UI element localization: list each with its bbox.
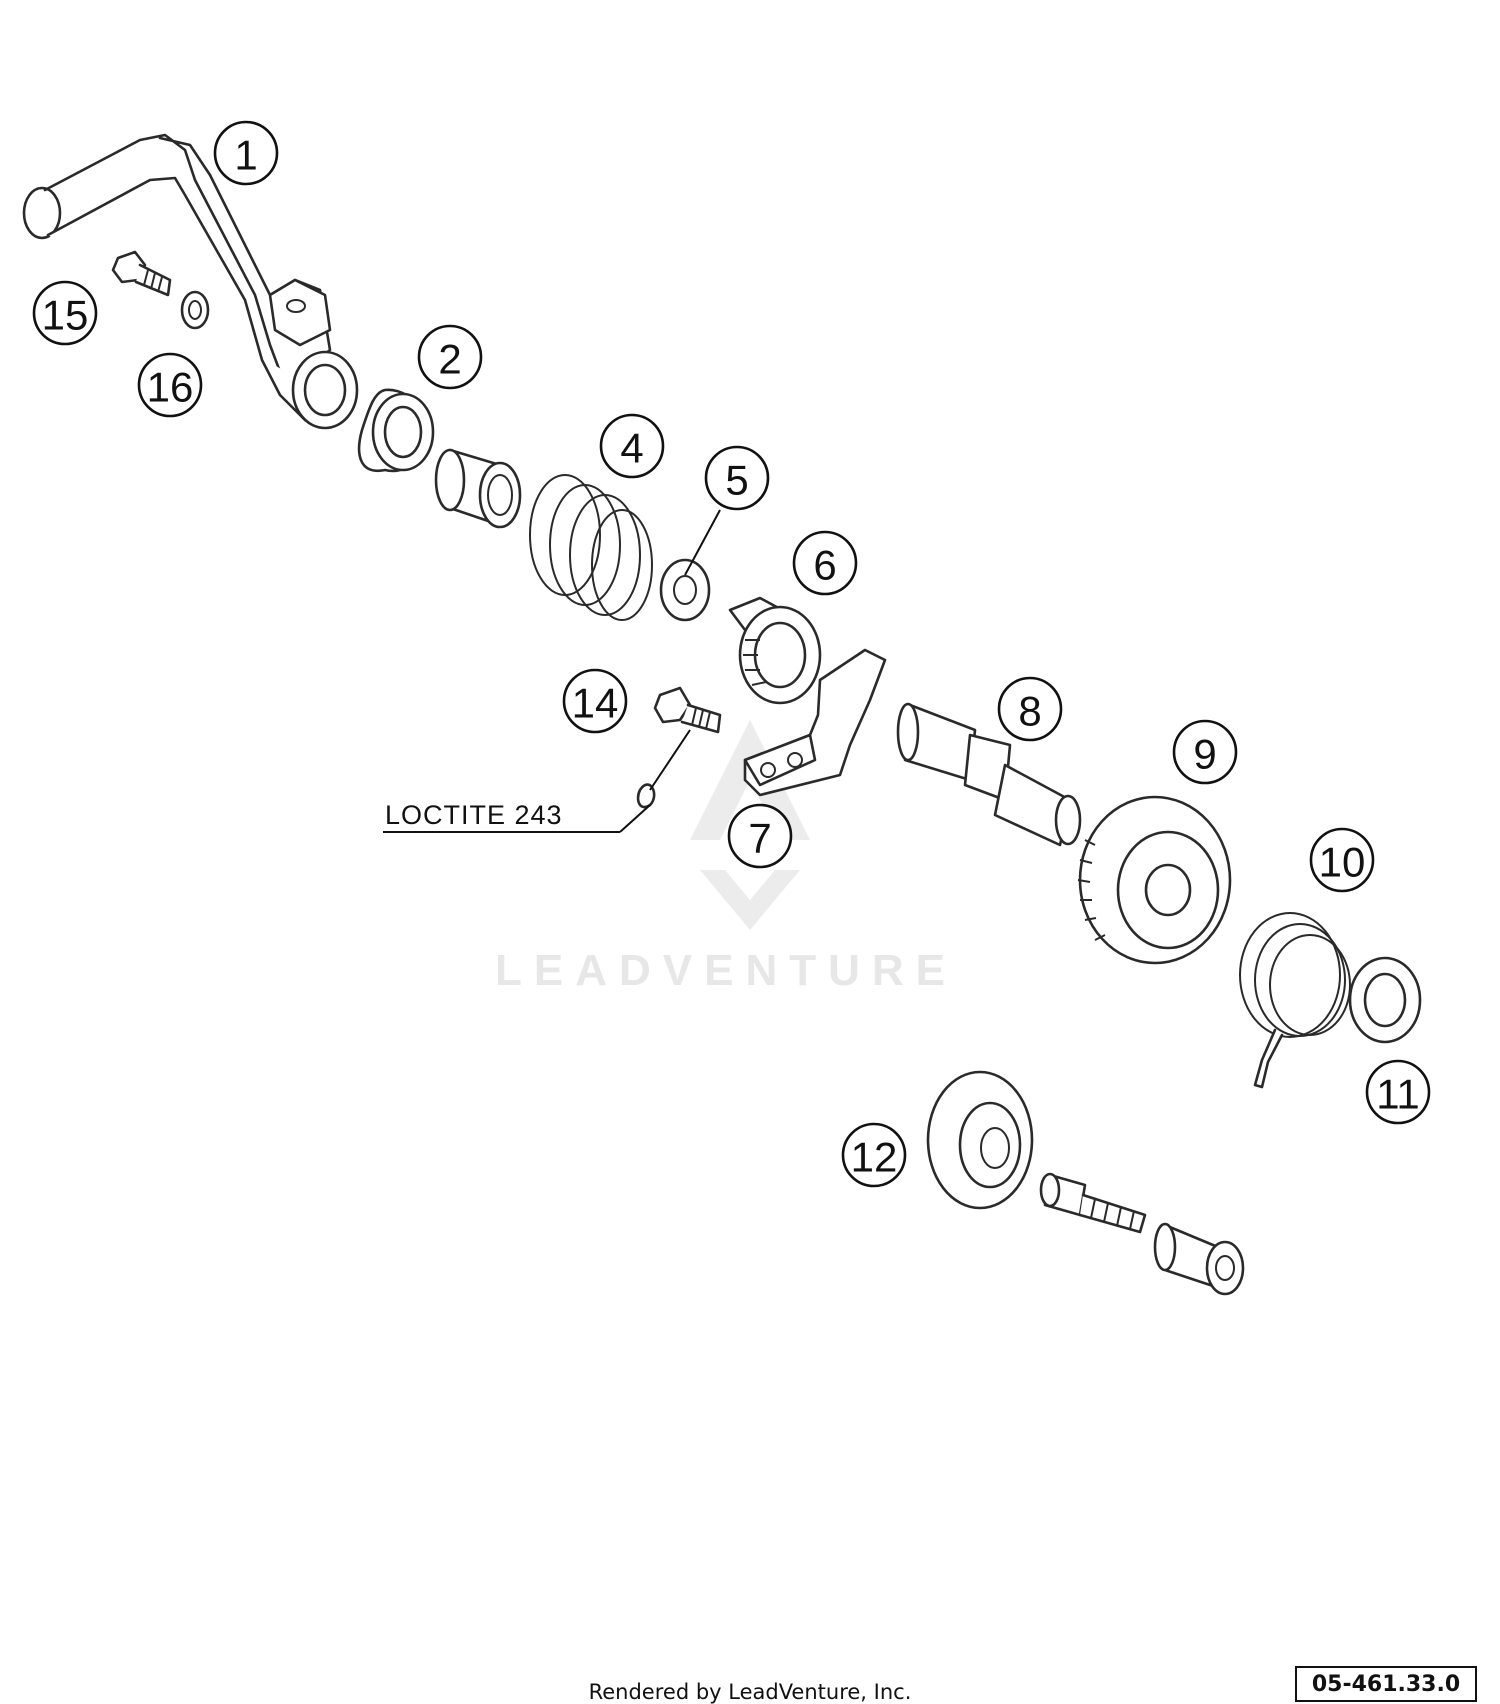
svg-text:1: 1 <box>234 132 257 179</box>
seal-part-2 <box>357 388 435 473</box>
bushing-part <box>434 448 522 529</box>
kick-shaft-part-8 <box>896 702 1082 847</box>
footer-credit: Rendered by LeadVenture, Inc. <box>588 1680 912 1704</box>
bolt-part-15 <box>111 250 172 297</box>
leader-lines <box>383 509 721 833</box>
callout-12: 12 <box>841 1122 907 1188</box>
callout-1: 1 <box>213 120 279 186</box>
svg-text:7: 7 <box>748 815 771 862</box>
gear-part-12 <box>926 1070 1034 1210</box>
callout-16: 16 <box>137 352 203 418</box>
callout-4: 4 <box>599 413 665 479</box>
callout-15: 15 <box>32 280 98 346</box>
svg-text:10: 10 <box>1319 839 1366 886</box>
callout-10: 10 <box>1309 827 1375 893</box>
svg-text:9: 9 <box>1193 731 1216 778</box>
svg-text:4: 4 <box>620 425 643 472</box>
diagram-code-box: 05-461.33.0 <box>1295 1666 1477 1702</box>
washer-part-16 <box>180 290 210 330</box>
watermark-logo-icon <box>690 720 810 930</box>
svg-text:15: 15 <box>42 292 89 339</box>
svg-text:14: 14 <box>572 680 619 727</box>
svg-text:16: 16 <box>147 364 194 411</box>
callout-5: 5 <box>704 445 770 511</box>
gear-part-9 <box>1077 795 1232 965</box>
guide-plate-part-7 <box>743 648 887 797</box>
return-spring-part-10 <box>1239 912 1351 1089</box>
svg-text:11: 11 <box>1376 1071 1420 1118</box>
callout-9: 9 <box>1172 719 1238 785</box>
ratchet-part-6 <box>728 596 822 705</box>
shaft-bolt-part <box>1039 1172 1245 1296</box>
callout-14: 14 <box>562 668 628 734</box>
svg-text:12: 12 <box>851 1134 898 1181</box>
svg-text:6: 6 <box>813 542 836 589</box>
spring-part-4 <box>529 474 653 621</box>
callout-2: 2 <box>417 324 483 390</box>
washer-part-5 <box>659 558 711 622</box>
watermark-text: LEADVENTURE <box>495 946 957 995</box>
callout-8: 8 <box>997 676 1063 742</box>
callout-11: 11 <box>1365 1059 1431 1125</box>
watermark: LEADVENTURE <box>495 720 957 995</box>
callout-6: 6 <box>792 530 858 596</box>
bolt-part-14 <box>636 686 722 809</box>
svg-text:5: 5 <box>725 457 748 504</box>
svg-text:8: 8 <box>1018 688 1041 735</box>
ring-part-11 <box>1348 956 1422 1044</box>
svg-text:2: 2 <box>438 336 461 383</box>
loctite-note: LOCTITE 243 <box>385 800 563 830</box>
callout-7: 7 <box>727 803 793 869</box>
